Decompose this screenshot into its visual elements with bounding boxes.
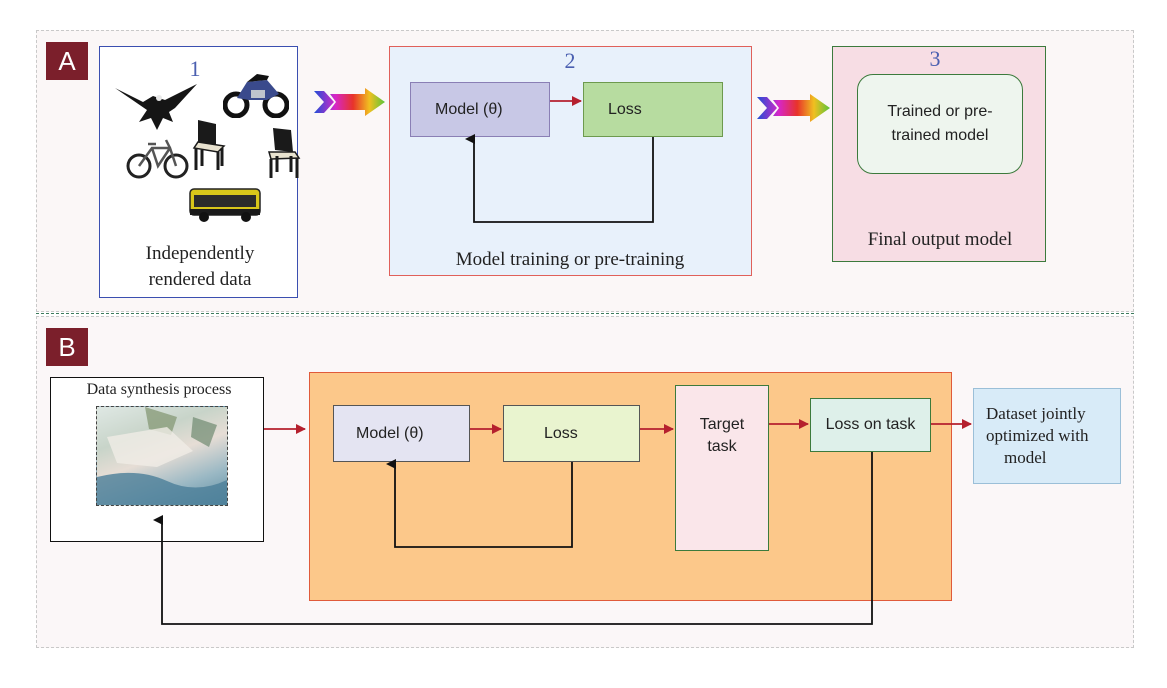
motorcycle-icon	[223, 70, 289, 118]
bus-icon	[188, 185, 262, 225]
dataset-output-line3: model	[1004, 448, 1047, 467]
model-theta-box-a: Model (θ)	[410, 82, 550, 137]
dataset-output-box: Dataset jointly optimized with model	[973, 388, 1121, 484]
bicycle-icon	[126, 132, 190, 180]
loss-on-task-box: Loss on task	[810, 398, 931, 452]
synthesized-image	[96, 406, 228, 506]
step-number-3: 3	[929, 46, 941, 71]
target-task-label-line1: Target	[699, 416, 745, 433]
flow-arrow-2-to-3	[757, 94, 830, 122]
target-task-label-line2: task	[707, 438, 737, 455]
flow-arrow-1-to-2	[314, 88, 385, 116]
data-synthesis-label: Data synthesis process	[86, 381, 232, 398]
final-output-caption: Final output model	[867, 229, 1013, 250]
training-caption: Model training or pre-training	[455, 249, 685, 270]
step-number-2: 2	[564, 48, 576, 73]
trained-model-label-line1: Trained or pre-	[887, 103, 993, 120]
rendered-data-caption-line2: rendered data	[148, 269, 252, 290]
loss-label-b: Loss	[544, 424, 578, 442]
trained-model-label-line2: trained model	[891, 127, 989, 144]
model-theta-label-b: Model (θ)	[356, 424, 424, 442]
panel-a-tag: A	[46, 42, 88, 80]
panel-b-tag: B	[46, 328, 88, 366]
chair-icon	[190, 118, 230, 172]
trained-model-box: Trained or pre- trained model	[857, 74, 1023, 174]
dataset-output-line2: optimized with	[986, 426, 1089, 445]
loss-box-a: Loss	[583, 82, 723, 137]
feedback-loop-a	[465, 134, 654, 223]
loss-box-b: Loss	[503, 405, 640, 462]
panel-divider	[36, 313, 1134, 314]
chair-icon	[263, 126, 303, 180]
target-task-box: Target task	[675, 385, 769, 551]
loss-on-task-label: Loss on task	[825, 416, 916, 433]
dataset-output-line1: Dataset jointly	[986, 404, 1086, 423]
model-theta-box-b: Model (θ)	[333, 405, 470, 462]
loss-label-a: Loss	[608, 100, 642, 118]
feedback-loop-b	[386, 459, 573, 548]
model-theta-label-a: Model (θ)	[435, 100, 503, 118]
step-number-1: 1	[189, 56, 201, 81]
feedback-to-synthesis	[153, 452, 873, 625]
rendered-data-caption-line1: Independently	[145, 243, 255, 264]
eagle-icon	[113, 78, 199, 134]
